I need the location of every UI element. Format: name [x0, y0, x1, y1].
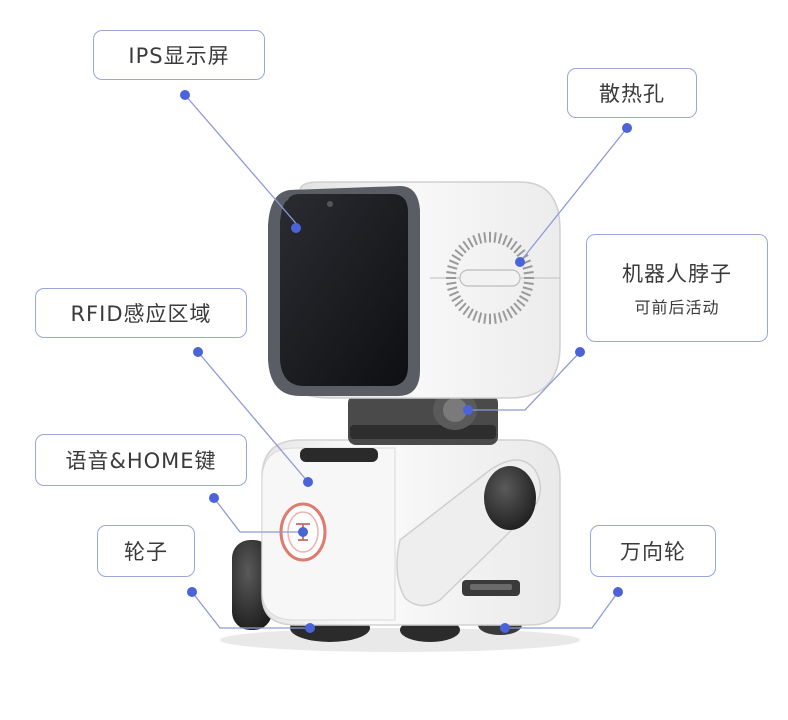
robot-neck [348, 390, 498, 445]
label-ips-screen: IPS显示屏 [93, 30, 265, 80]
vent-tick [506, 237, 513, 248]
callout-line-vents [519, 127, 628, 263]
label-ips-screen-text: IPS显示屏 [128, 44, 230, 68]
vent-tick [522, 265, 533, 270]
vent-tick [516, 298, 526, 307]
dot-wheels-start [187, 587, 197, 597]
label-vents: 散热孔 [567, 68, 697, 118]
vent-tick [493, 313, 497, 324]
vent-tick [448, 290, 459, 297]
label-rfid-text: RFID感应区域 [70, 302, 212, 326]
dot-home-end [298, 527, 308, 537]
dot-ips-end [291, 223, 301, 233]
vent-tick [523, 270, 534, 275]
vent-tick [477, 312, 483, 323]
vent-tick [451, 294, 462, 302]
callout-line-neck [468, 351, 581, 411]
label-rfid: RFID感应区域 [35, 288, 247, 338]
label-voice-home: 语音&HOME键 [35, 434, 247, 486]
vent-tick [522, 286, 533, 291]
dot-rfid-end [303, 477, 313, 487]
vent-tick [446, 270, 457, 275]
dot-home-start [209, 493, 219, 503]
vent-tick [454, 249, 464, 258]
vent-tick [509, 240, 518, 251]
vent-tick [467, 308, 474, 319]
vent-tick [509, 305, 518, 316]
callout-line-rfid [197, 351, 309, 483]
robot-body [261, 439, 561, 626]
dot-neck-start [575, 347, 585, 357]
vent-tick [497, 233, 503, 244]
callout-line-ips [184, 94, 301, 229]
vent-tick [518, 294, 529, 302]
vent-tick [458, 244, 467, 254]
vent-tick [523, 281, 534, 286]
vent-tick [462, 305, 471, 316]
dot-caster-end [500, 623, 510, 633]
dot-caster-start [613, 587, 623, 597]
label-voice-home-text: 语音&HOME键 [65, 449, 217, 473]
label-wheels-text: 轮子 [124, 540, 168, 564]
vent-tick [472, 310, 478, 322]
vent-tick [458, 302, 467, 312]
vent-tick [513, 302, 522, 312]
vent-tick [483, 313, 487, 324]
vent-tick [483, 232, 487, 243]
label-vents-text: 散热孔 [599, 82, 665, 106]
vent-tick [447, 286, 458, 291]
vent-tick [454, 298, 464, 307]
dot-neck-end [463, 405, 473, 415]
vent-tick [502, 234, 508, 246]
callout-line-wheels [191, 591, 310, 629]
vent-tick [513, 244, 522, 254]
dot-wheels-end [305, 623, 315, 633]
vent-tick [493, 232, 497, 243]
vent-tick [447, 265, 458, 270]
dot-vents-end [515, 257, 525, 267]
vent-tick [516, 249, 526, 258]
label-neck-sub: 可前后活动 [634, 298, 720, 317]
vent-tick [497, 312, 503, 323]
vent-ring [446, 231, 534, 325]
vent-tick [477, 233, 483, 244]
floor-shadow [220, 628, 580, 652]
dot-rfid-start [193, 347, 203, 357]
callout-line-caster [505, 591, 619, 629]
vent-tick [448, 259, 459, 266]
dot-ips-start [180, 90, 190, 100]
vent-tick [446, 281, 457, 286]
label-caster-text: 万向轮 [620, 540, 686, 564]
vent-tick [467, 237, 474, 248]
label-neck: 机器人脖子 可前后活动 [586, 234, 768, 342]
callout-line-home [213, 497, 303, 533]
dot-vents-start [622, 123, 632, 133]
label-caster: 万向轮 [590, 525, 716, 577]
vent-tick [502, 310, 508, 322]
robot-head [268, 181, 561, 399]
vent-tick [451, 254, 462, 262]
label-neck-title: 机器人脖子 [622, 262, 732, 286]
vent-tick [506, 308, 513, 319]
arm-joint [484, 466, 536, 530]
vent-tick [521, 290, 532, 297]
vent-tick [462, 240, 471, 251]
callout-lines [184, 94, 628, 629]
vent-tick [472, 234, 478, 246]
label-wheels: 轮子 [97, 525, 195, 577]
vent-center-slot [459, 269, 521, 287]
